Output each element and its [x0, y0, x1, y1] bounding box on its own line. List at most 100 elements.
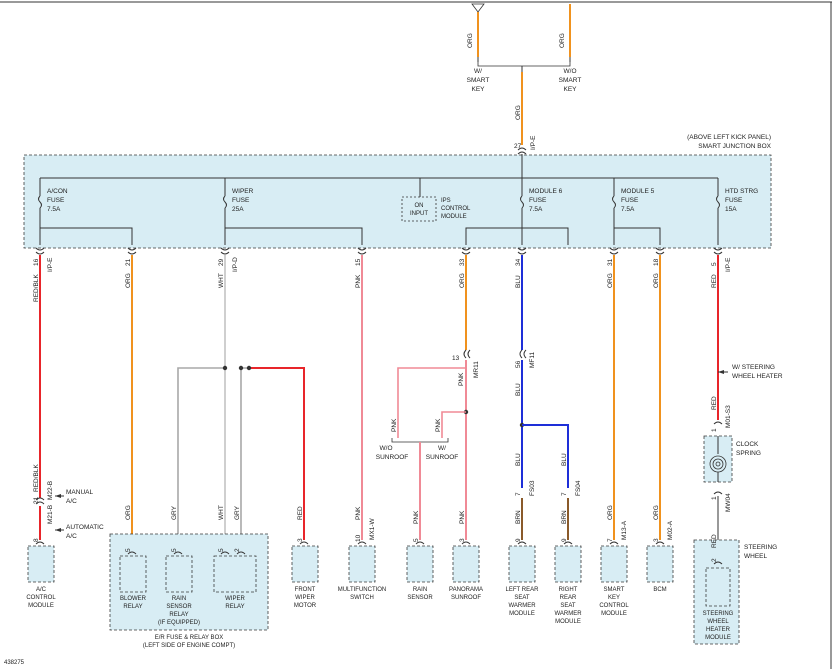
- wire-color-left-top: ORG: [467, 33, 474, 48]
- wo-smart-key-3: KEY: [563, 86, 577, 93]
- svg-text:13: 13: [452, 355, 460, 362]
- wiper-section: [177, 365, 305, 540]
- svg-text:FS04: FS04: [575, 480, 582, 496]
- w-smart-key-3: KEY: [471, 86, 485, 93]
- svg-text:WIPER: WIPER: [225, 596, 245, 602]
- component-pin: 5: [171, 548, 183, 555]
- svg-text:ORG: ORG: [653, 273, 660, 288]
- svg-text:MANUAL: MANUAL: [66, 489, 93, 496]
- component-pin-number: 5: [171, 548, 178, 552]
- svg-text:BLU: BLU: [515, 275, 522, 288]
- svg-text:BCM: BCM: [653, 587, 666, 593]
- svg-text:GRY: GRY: [234, 505, 241, 520]
- svg-text:M13-A: M13-A: [621, 520, 628, 540]
- svg-text:7.5A: 7.5A: [621, 206, 635, 213]
- component-pin-number: 5: [413, 538, 420, 542]
- svg-text:BLOWER: BLOWER: [120, 596, 147, 602]
- svg-text:BLU: BLU: [515, 453, 522, 466]
- ac-control-module: [27, 545, 55, 583]
- svg-text:RELAY: RELAY: [169, 612, 188, 618]
- svg-text:A/C: A/C: [66, 533, 77, 540]
- svg-text:MODULE: MODULE: [555, 619, 581, 625]
- svg-text:WHEEL: WHEEL: [707, 619, 729, 625]
- left-rear-seat-warmer-module: [508, 545, 536, 583]
- output-pin-31: 31: [607, 247, 619, 266]
- svg-text:PNK: PNK: [355, 274, 362, 288]
- svg-text:PNK: PNK: [391, 418, 398, 432]
- component-pin: 9: [561, 538, 573, 545]
- svg-text:W/O: W/O: [380, 445, 393, 452]
- component-pin-number: 3: [653, 538, 660, 542]
- output-pin-number: 15: [355, 258, 362, 266]
- svg-text:RED: RED: [297, 506, 304, 520]
- lower-wire-labels: ORG GRY WHT GRY RED PNK PNK PNK BRN BRN …: [125, 480, 718, 548]
- svg-text:25A: 25A: [232, 206, 244, 213]
- fuse-wiper: WIPER FUSE 25A: [223, 178, 254, 245]
- multifunction-switch: [348, 545, 376, 583]
- svg-text:IPS: IPS: [441, 198, 451, 204]
- svg-text:56: 56: [515, 360, 522, 368]
- svg-text:AUTOMATIC: AUTOMATIC: [66, 524, 104, 531]
- svg-text:FUSE: FUSE: [621, 197, 639, 204]
- svg-text:MODULE 5: MODULE 5: [621, 188, 655, 195]
- panorama-sunroof: [452, 545, 480, 583]
- svg-text:HEATER: HEATER: [706, 627, 731, 633]
- output-pin-number: 31: [607, 258, 614, 266]
- junction-box-location: (ABOVE LEFT KICK PANEL): [687, 134, 771, 141]
- svg-text:MX1-W: MX1-W: [369, 517, 376, 540]
- svg-text:MULTIFUNCTION: MULTIFUNCTION: [338, 587, 387, 593]
- output-pin-connector: I/P-E: [725, 257, 732, 272]
- right-rear-seat-warmer-module: [554, 545, 582, 583]
- svg-text:RIGHT: RIGHT: [559, 587, 578, 593]
- component-pin-number: 5: [218, 548, 225, 552]
- blower-relay: [119, 555, 147, 593]
- svg-text:A/C: A/C: [36, 587, 47, 593]
- svg-text:RAIN: RAIN: [413, 587, 427, 593]
- component-pin-number: 9: [515, 538, 522, 542]
- svg-text:A/CON: A/CON: [47, 188, 68, 195]
- svg-text:SWITCH: SWITCH: [350, 595, 374, 601]
- svg-text:ON: ON: [415, 203, 424, 209]
- svg-text:7.5A: 7.5A: [47, 206, 61, 213]
- svg-text:SEAT: SEAT: [560, 603, 576, 609]
- svg-text:MR11: MR11: [473, 361, 480, 378]
- svg-text:MODULE 6: MODULE 6: [529, 188, 563, 195]
- svg-text:ORG: ORG: [607, 505, 614, 520]
- svg-text:STEERING: STEERING: [744, 544, 777, 551]
- component-pin-number: 3: [459, 538, 466, 542]
- svg-text:PANORAMA: PANORAMA: [449, 587, 483, 593]
- feed-wire-color: ORG: [515, 105, 522, 120]
- svg-text:PNK: PNK: [413, 510, 420, 524]
- svg-text:A/C: A/C: [66, 498, 77, 505]
- component-pin-number: 10: [355, 534, 362, 542]
- svg-text:MOTOR: MOTOR: [294, 603, 317, 609]
- svg-text:PNK: PNK: [458, 372, 465, 386]
- component-pin: 8: [33, 538, 45, 545]
- smart-junction-box: (ABOVE LEFT KICK PANEL) SMART JUNCTION B…: [23, 134, 772, 249]
- output-pin-connector: I/P-E: [47, 257, 54, 272]
- component-pin: 9: [515, 538, 527, 545]
- output-pin-21: 21: [125, 247, 137, 266]
- component-pin-number: 7: [607, 538, 614, 542]
- rain-sensor: [406, 545, 434, 583]
- svg-text:REAR: REAR: [560, 595, 577, 601]
- svg-text:WHEEL HEATER: WHEEL HEATER: [732, 373, 783, 380]
- component-pin-number: 3: [297, 538, 304, 542]
- wo-smart-key-1: W/O: [564, 68, 577, 75]
- svg-text:CONTROL: CONTROL: [441, 206, 471, 212]
- svg-text:RED: RED: [711, 274, 718, 288]
- output-pin-18: 18: [653, 247, 665, 266]
- component-pin: 3: [459, 538, 471, 545]
- svg-text:ORG: ORG: [653, 505, 660, 520]
- svg-text:MODULE: MODULE: [441, 214, 467, 220]
- svg-text:MODULE: MODULE: [28, 603, 54, 609]
- svg-text:RED/BLK: RED/BLK: [33, 274, 40, 302]
- svg-text:PNK: PNK: [355, 506, 362, 520]
- svg-text:MODULE: MODULE: [601, 611, 627, 617]
- output-pin-number: 5: [711, 262, 718, 266]
- svg-text:WHT: WHT: [218, 505, 225, 520]
- svg-text:WARMER: WARMER: [508, 603, 536, 609]
- components: A/C CONTROL MODULE BLOWER RELAY RAIN SEN…: [26, 533, 734, 649]
